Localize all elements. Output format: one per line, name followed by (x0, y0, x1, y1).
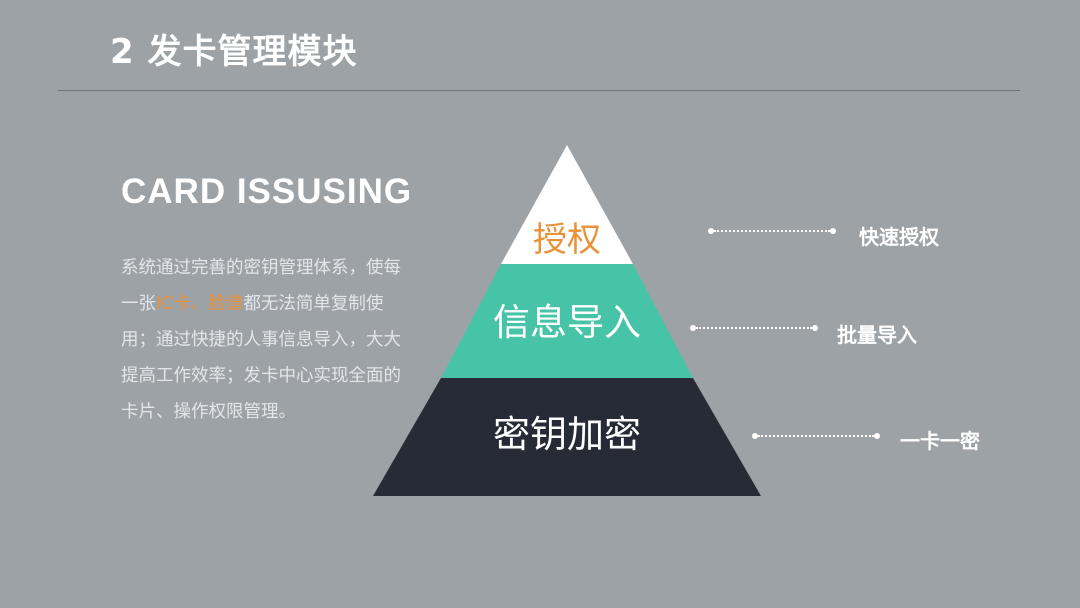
tier-label-bottom: 密钥加密 (493, 413, 641, 456)
annotation-label-one-card-one-key: 一卡一密 (900, 429, 980, 453)
pyramid-svg: 授权 信息导入 密钥加密 (373, 145, 761, 496)
body-text-part: 都无法简单复制使用；通过快捷的人事信息导入，大大提高工作效率；发卡中心实现全面的… (121, 294, 401, 422)
annotation-dot-end (830, 228, 836, 234)
highlight-face: 脸谱 (208, 294, 244, 314)
annotation-dot-end (874, 433, 880, 439)
annotation-dot-start (690, 325, 696, 331)
highlight-ic-card: IC卡 (156, 294, 191, 314)
pyramid-tier-top (501, 145, 633, 264)
pyramid-diagram: 授权 信息导入 密钥加密 (370, 145, 764, 497)
slide-title: 2 发卡管理模块 (110, 32, 358, 72)
pyramid-tier-bottom (373, 378, 761, 496)
annotation-dotted-line (714, 230, 830, 232)
pyramid-tier-middle (441, 264, 693, 378)
annotation-dotted-line (758, 435, 874, 437)
section-heading: CARD ISSUSING (121, 172, 413, 211)
tier-label-middle: 信息导入 (493, 301, 641, 344)
annotation-dotted-line (696, 327, 812, 329)
annotation-label-fast-auth: 快速授权 (859, 225, 939, 249)
tier-label-top: 授权 (533, 220, 601, 260)
description-text: 系统通过完善的密钥管理体系，使每一张IC卡、脸谱都无法简单复制使用；通过快捷的人… (121, 250, 401, 430)
title-divider (58, 90, 1020, 91)
annotation-dot-end (812, 325, 818, 331)
annotation-label-batch-import: 批量导入 (837, 323, 917, 347)
annotation-dot-start (752, 433, 758, 439)
body-text-part: 系统通过完善的密钥管理体系，使每一张 (121, 258, 401, 314)
annotation-dot-start (708, 228, 714, 234)
highlight-separator: 、 (190, 294, 209, 314)
